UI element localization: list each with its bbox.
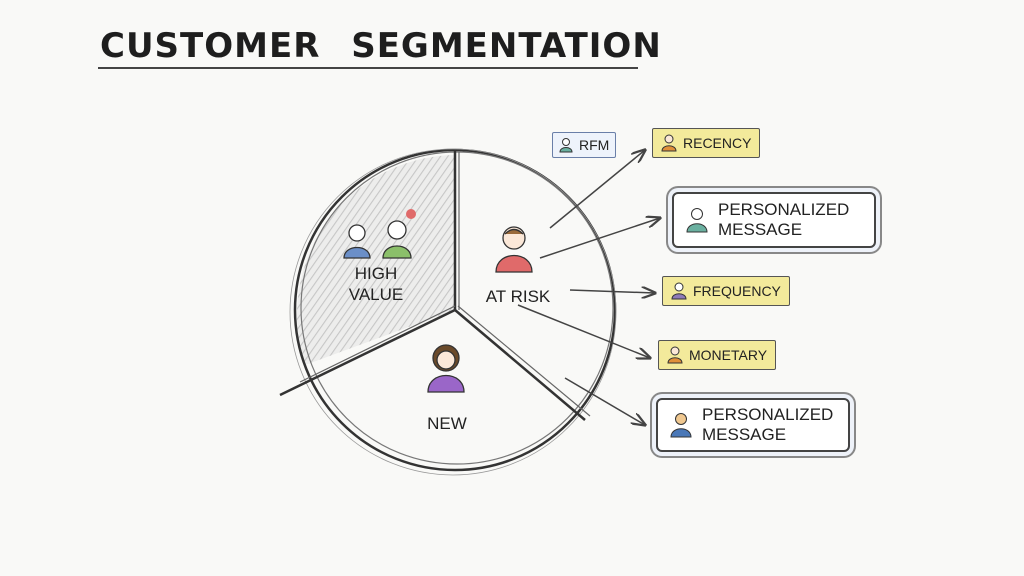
tag-label-line1: PERSONALIZED: [702, 405, 834, 424]
tag-personalized-message-1: PERSONALIZED MESSAGE: [672, 192, 876, 248]
tag-label: MONETARY: [689, 347, 768, 363]
segment-label-at-risk: AT RISK: [485, 287, 551, 306]
tag-rfm: RFM: [552, 132, 617, 158]
person-icon-new: [427, 344, 465, 393]
person-icon-high-value-2: [382, 209, 416, 259]
tag-label-line2: MESSAGE: [718, 220, 803, 239]
person-icon: [559, 138, 573, 153]
segment-label-high-value: HIGH VALUE: [348, 264, 404, 304]
title-underline: [98, 67, 638, 69]
high-value-segment: [296, 155, 455, 365]
segment-label-new: NEW: [427, 414, 467, 433]
tag-label: RFM: [579, 137, 610, 153]
tag-personalized-message-2: PERSONALIZED MESSAGE: [656, 398, 850, 452]
diagram-title: CUSTOMER SEGMENTATION: [100, 26, 662, 66]
tag-label: RECENCY: [683, 135, 752, 151]
tag-label-line1: PERSONALIZED: [718, 200, 850, 219]
tag-frequency: FREQUENCY: [662, 276, 790, 306]
tag-label-line2: MESSAGE: [702, 425, 787, 444]
pie-dividers: [279, 150, 591, 421]
person-icon: [661, 134, 677, 152]
person-icon: [686, 208, 708, 233]
tag-monetary: MONETARY: [658, 340, 777, 370]
tag-recency: RECENCY: [652, 128, 761, 158]
person-icon-at-risk: [495, 226, 533, 273]
person-icon: [670, 413, 692, 438]
person-icon: [667, 346, 683, 364]
tag-label: FREQUENCY: [693, 283, 781, 299]
person-icon-high-value-1: [343, 224, 371, 259]
connector-arrows: [517, 150, 660, 425]
person-icon: [671, 282, 687, 300]
